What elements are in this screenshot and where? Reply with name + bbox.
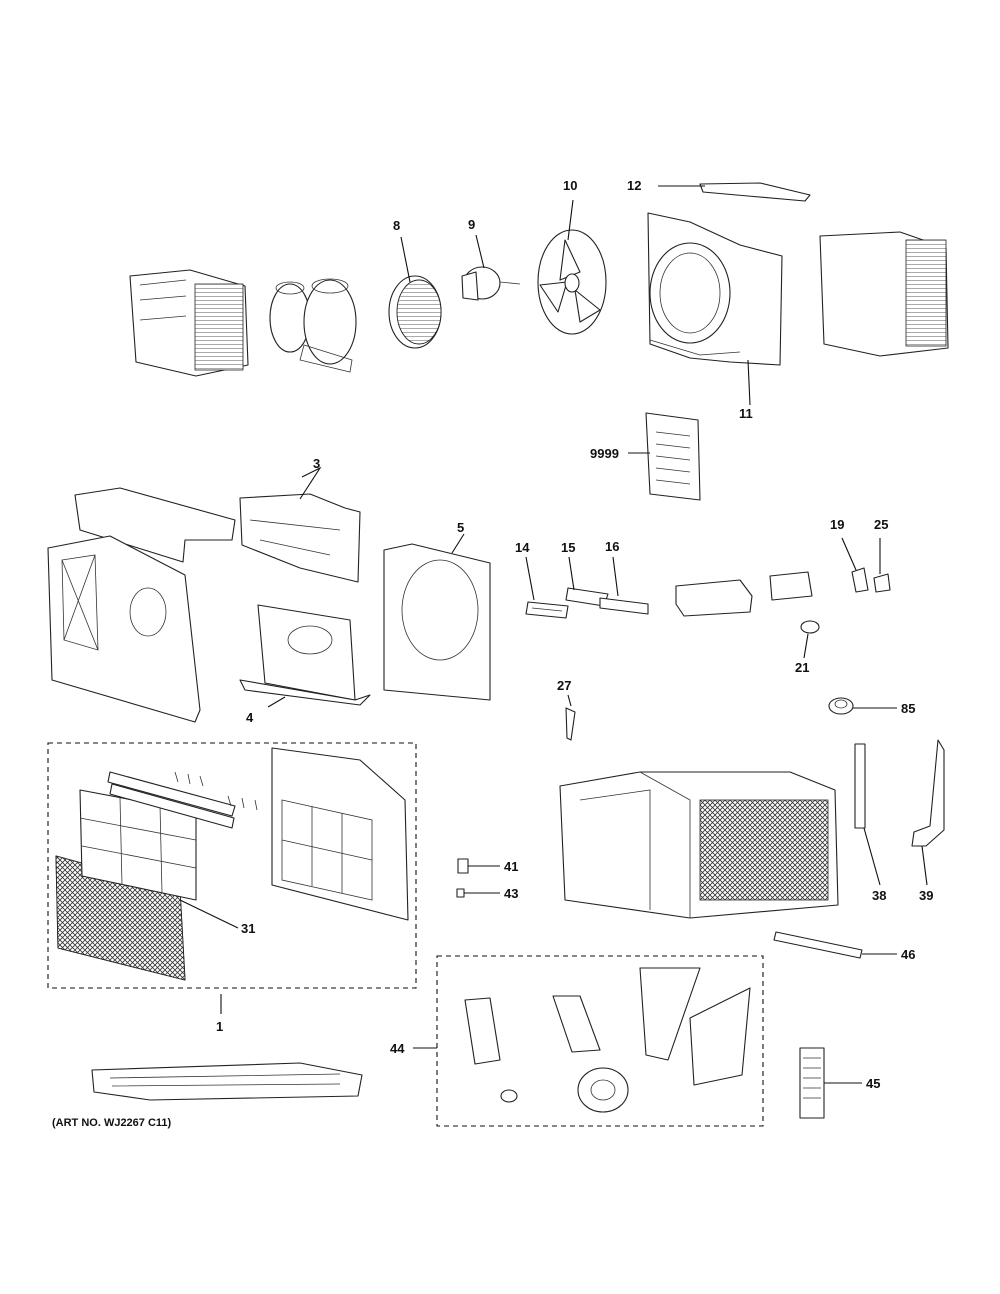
- condenser-fan-blade: [537, 229, 607, 335]
- blower-wheel: [388, 275, 442, 349]
- label-41: 41: [504, 859, 518, 874]
- label-4: 4: [246, 710, 254, 725]
- label-14: 14: [515, 540, 530, 555]
- label-46: 46: [901, 947, 915, 962]
- label-43: 43: [504, 886, 518, 901]
- art-number: (ART NO. WJ2267 C11): [52, 1117, 172, 1129]
- label-10: 10: [563, 178, 577, 193]
- label-38: 38: [872, 888, 886, 903]
- nut-85: [828, 697, 854, 715]
- control-board-14: [525, 601, 569, 619]
- air-duct: [239, 493, 361, 583]
- front-grille-kit: [47, 742, 417, 989]
- label-85: 85: [901, 701, 915, 716]
- side-bracket-38: [854, 743, 866, 829]
- rail-46: [773, 931, 863, 959]
- partition-panel: [47, 487, 236, 723]
- label-31: 31: [241, 921, 255, 936]
- front-frame: [383, 543, 491, 701]
- cabinet: [559, 771, 839, 919]
- electronic-control-box: [675, 571, 813, 617]
- owners-manual: [645, 412, 701, 501]
- label-25: 25: [874, 517, 888, 532]
- leader-lines: [179, 185, 928, 1084]
- part-labels: 1 3 4 5 8 9 10 11 12 14 15 16 19 21 25 2…: [52, 178, 933, 1129]
- label-15: 15: [561, 540, 575, 555]
- evaporator-coil: [129, 269, 249, 377]
- part-43: [456, 888, 465, 898]
- side-panel-39: [911, 739, 945, 847]
- label-21: 21: [795, 660, 809, 675]
- label-1: 1: [216, 1019, 223, 1034]
- fan-motor: [461, 266, 521, 301]
- label-11: 11: [739, 406, 753, 421]
- thermistor-clip: [873, 573, 891, 593]
- control-board-16: [599, 597, 649, 615]
- label-45: 45: [866, 1076, 880, 1091]
- label-16: 16: [605, 539, 619, 554]
- label-5: 5: [457, 520, 464, 535]
- drain-pan: [239, 604, 371, 706]
- installation-kit: [436, 955, 764, 1127]
- top-bracket: [699, 182, 811, 202]
- label-9999: 9999: [590, 446, 619, 461]
- label-39: 39: [919, 888, 933, 903]
- grommet-21: [800, 620, 820, 634]
- part-41: [457, 858, 469, 874]
- label-27: 27: [557, 678, 571, 693]
- label-9: 9: [468, 217, 475, 232]
- condenser-coil: [819, 231, 949, 357]
- thermistor: [851, 567, 869, 593]
- label-8: 8: [393, 218, 400, 233]
- screw-27: [565, 707, 576, 741]
- label-19: 19: [830, 517, 844, 532]
- label-44: 44: [390, 1041, 405, 1056]
- label-12: 12: [627, 178, 641, 193]
- compressor: [269, 278, 357, 373]
- shroud: [647, 212, 783, 366]
- foam-strip-45: [799, 1047, 825, 1119]
- base-tray: [91, 1062, 363, 1101]
- label-3: 3: [313, 456, 320, 471]
